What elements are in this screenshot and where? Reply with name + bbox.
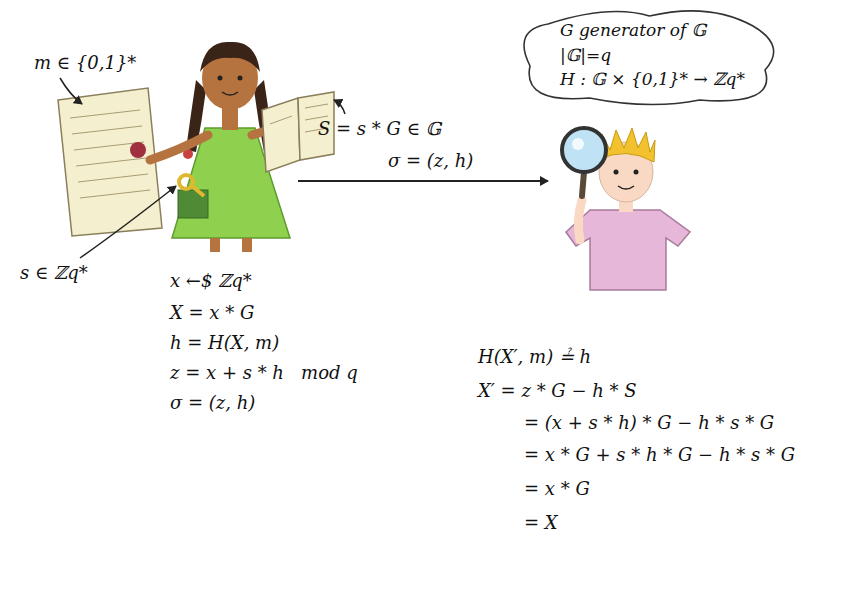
formula-label: = X (524, 512, 558, 534)
formula-label: X = x * G (170, 302, 254, 324)
formula-label: = x * G + s * h * G − h * s * G (524, 444, 795, 466)
formula-label: H(X′, m) ≟ h (478, 346, 591, 368)
formula-label: h = H(X, m) (170, 332, 279, 354)
formula-label: m ∈ {0,1}* (34, 52, 136, 74)
leader-line (80, 186, 176, 258)
cloud-text: G generator of 𝔾 (560, 18, 745, 43)
formula-label: σ = (z, h) (170, 392, 255, 414)
formula-label: = (x + s * h) * G − h * s * G (524, 412, 774, 434)
thought-cloud: G generator of 𝔾|𝔾|=qH : 𝔾 × {0,1}* → ℤq… (512, 4, 787, 108)
leader-line (60, 78, 82, 104)
formula-label: = x * G (524, 478, 590, 500)
leader-line (334, 100, 345, 114)
formula-label: S = s * G ∈ 𝔾 (318, 118, 441, 140)
formula-label: X′ = z * G − h * S (478, 380, 637, 402)
cloud-content: G generator of 𝔾|𝔾|=qH : 𝔾 × {0,1}* → ℤq… (512, 4, 787, 108)
cloud-text: |𝔾|=q (560, 43, 745, 68)
cloud-outline (512, 4, 787, 108)
bob-figure (562, 128, 690, 290)
formula-label: z = x + s * h mod q (170, 362, 358, 384)
signature-arrow (298, 180, 548, 182)
formula-label: x ←$ ℤq* (170, 270, 252, 292)
formula-label: σ = (z, h) (388, 150, 473, 172)
cloud-text: H : 𝔾 × {0,1}* → ℤq* (560, 67, 745, 92)
formula-label: s ∈ ℤq* (20, 262, 88, 284)
